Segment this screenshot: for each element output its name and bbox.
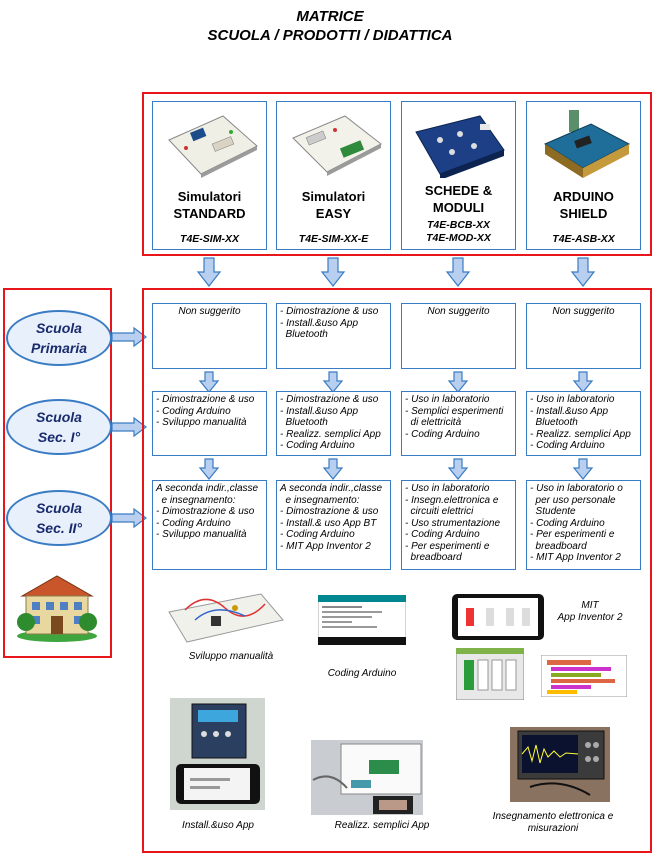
cell-text: - Dimostrazione & uso - Install.&uso App… [280, 394, 381, 451]
right-arrow-icon [111, 508, 147, 528]
install-app-photo [170, 698, 265, 810]
down-arrow-icon [321, 257, 345, 287]
school-building-icon [17, 575, 97, 642]
caption-install: Install.&uso App [182, 820, 254, 831]
page-subtitle: SCUOLA / PRODOTTI / DIDATTICA [207, 27, 453, 44]
matrix-cell: A seconda indir.,classe e insegnamento: … [276, 480, 391, 570]
matrix-cell: - Dimostrazione & uso - Install.&uso App… [276, 391, 391, 456]
school-sec-1[interactable]: Scuola Sec. I° [6, 399, 112, 455]
cell-text: - Uso in laboratorio - Install.&uso App … [530, 394, 631, 451]
matrix-cell: Non suggerito [526, 303, 641, 369]
cell-text: - Uso in laboratorio - Semplici esperime… [405, 394, 504, 440]
product-name: SCHEDE & MODULI [424, 183, 493, 215]
school-sec-2[interactable]: Scuola Sec. II° [6, 490, 112, 546]
matrix-cell: - Uso in laboratorio o per uso personale… [526, 480, 641, 570]
realizz-app-photo [311, 740, 423, 815]
breadboard-photo [168, 593, 284, 643]
cell-text: A seconda indir.,classe e insegnamento: … [280, 483, 383, 552]
mit-designer-screenshot [456, 648, 524, 700]
caption-realizz: Realizz. semplici App [334, 820, 430, 831]
product-code: T4E-SIM-XX-E [298, 233, 369, 245]
matrix-cell: A seconda indir.,classe e insegnamento: … [152, 480, 267, 570]
down-arrow-icon [197, 257, 221, 287]
matrix-cell: Non suggerito [401, 303, 516, 369]
right-arrow-icon [111, 327, 147, 347]
product-code: T4E-BCB-XX T4E-MOD-XX [426, 219, 491, 244]
simulator-easy-image [292, 115, 382, 176]
down-arrow-icon [446, 257, 470, 287]
matrix-frame [142, 288, 652, 853]
product-name: Simulatori EASY [301, 189, 366, 221]
product-code: T4E-SIM-XX [180, 233, 239, 245]
matrix-cell: - Dimostrazione & uso - Coding Arduino -… [152, 391, 267, 456]
module-board-image [415, 115, 505, 178]
schools-frame [3, 288, 112, 658]
product-name: ARDUINO SHIELD [553, 189, 614, 221]
arduino-ide-screenshot [318, 595, 406, 645]
matrix-cell: - Uso in laboratorio - Insegn.elettronic… [401, 480, 516, 570]
oscilloscope-photo [510, 727, 610, 802]
mit-app-phone-image [452, 594, 544, 640]
products-frame [142, 92, 652, 256]
page-title: MATRICE [296, 8, 364, 25]
product-arduino-shield[interactable]: ARDUINO SHIELD T4E-ASB-XX [526, 101, 641, 250]
cell-text: A seconda indir.,classe e insegnamento: … [156, 483, 259, 540]
school-primaria[interactable]: Scuola Primaria [6, 310, 112, 366]
product-simulatori-easy[interactable]: Simulatori EASY T4E-SIM-XX-E [276, 101, 391, 250]
product-simulatori-standard[interactable]: Simulatori STANDARD T4E-SIM-XX [152, 101, 267, 250]
cell-text: - Uso in laboratorio o per uso personale… [530, 483, 623, 563]
product-schede-moduli[interactable]: SCHEDE & MODULI T4E-BCB-XX T4E-MOD-XX [401, 101, 516, 250]
caption-mit: MIT App Inventor 2 [557, 600, 623, 623]
matrix-cell: - Dimostrazione & uso - Install.&uso App… [276, 303, 391, 369]
cell-text: Non suggerito [427, 306, 490, 317]
down-arrow-icon [571, 257, 595, 287]
cell-text: Non suggerito [178, 306, 241, 317]
right-arrow-icon [111, 417, 147, 437]
caption-coding: Coding Arduino [327, 668, 397, 679]
arduino-shield-image [543, 110, 631, 178]
matrix-cell: - Uso in laboratorio - Semplici esperime… [401, 391, 516, 456]
cell-text: - Uso in laboratorio - Insegn.elettronic… [405, 483, 501, 563]
product-name: Simulatori STANDARD [173, 189, 246, 221]
matrix-cell: - Uso in laboratorio - Install.&uso App … [526, 391, 641, 456]
matrix-cell: Non suggerito [152, 303, 267, 369]
mit-blocks-screenshot [541, 655, 627, 697]
cell-text: Non suggerito [552, 306, 615, 317]
cell-text: - Dimostrazione & uso - Install.&uso App… [280, 306, 379, 340]
caption-insegnamento: Insegnamento elettronica e misurazioni [492, 811, 614, 834]
simulator-board-image [168, 115, 258, 178]
product-code: T4E-ASB-XX [552, 233, 615, 245]
cell-text: - Dimostrazione & uso - Coding Arduino -… [156, 394, 255, 428]
caption-sviluppo: Sviluppo manualità [188, 651, 274, 662]
